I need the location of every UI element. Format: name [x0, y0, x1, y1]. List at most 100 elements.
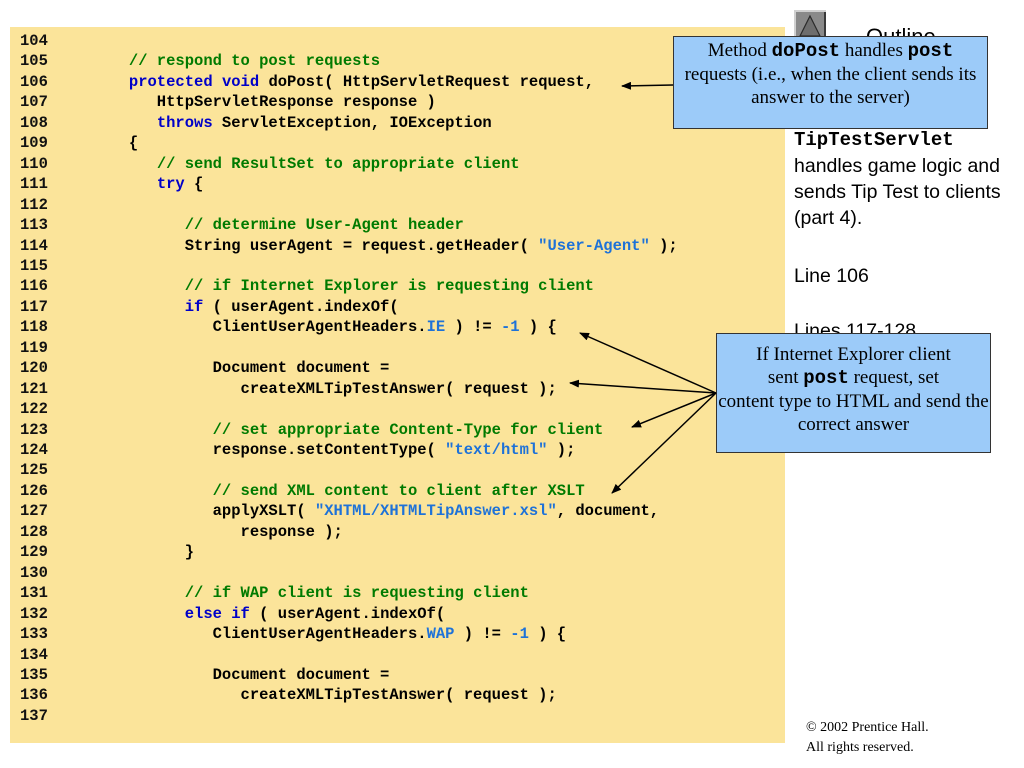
arrow-to-line-126	[611, 392, 717, 494]
code-token: // send XML content to client after XSLT	[212, 481, 585, 500]
code-token: // if Internet Explorer is requesting cl…	[184, 277, 594, 296]
line-number: 136	[20, 686, 48, 705]
line-number: 132	[20, 604, 48, 623]
code-text: try {	[101, 174, 204, 194]
code-token: }	[101, 543, 195, 562]
code-text: // respond to post requests	[101, 51, 380, 71]
line-number: 127	[20, 502, 48, 521]
code-token: , document,	[556, 502, 660, 521]
code-text: throws ServletException, IOException	[101, 113, 492, 133]
code-token: ) !=	[454, 625, 511, 644]
code-token: {	[184, 175, 204, 194]
line-number: 104	[20, 32, 48, 50]
code-token: // determine User-Agent header	[184, 216, 464, 235]
code-token: -1	[510, 625, 529, 644]
callout-dopost-pre: Method	[707, 40, 772, 61]
code-token: "XHTML/XHTMLTipAnswer.xsl"	[314, 502, 557, 521]
line-number: 135	[20, 665, 48, 684]
callout-ie: If Internet Explorer client sent post re…	[716, 333, 991, 453]
outline-line-106: Line 106	[794, 265, 869, 287]
outline-class-name: TipTestServlet	[794, 129, 954, 151]
line-number: 129	[20, 543, 48, 562]
code-text: // send ResultSet to appropriate client	[101, 154, 520, 174]
code-token: doPost( HttpServletRequest request,	[259, 72, 595, 91]
code-token: if	[231, 604, 250, 623]
code-token: void	[221, 72, 260, 91]
line-number: 122	[20, 400, 48, 419]
code-text: // set appropriate Content-Type for clie…	[101, 420, 604, 440]
code-text: else if ( userAgent.indexOf(	[101, 604, 445, 624]
code-text: if ( userAgent.indexOf(	[101, 297, 399, 317]
code-text: createXMLTipTestAnswer( request );	[101, 685, 557, 705]
callout-ie-line1: If Internet Explorer client	[756, 344, 951, 365]
line-number: 111	[20, 175, 48, 194]
arrow-to-line-118	[579, 332, 717, 394]
line-number: 121	[20, 379, 48, 398]
line-number: 107	[20, 93, 48, 112]
code-token: response );	[101, 522, 343, 541]
line-number: 105	[20, 52, 48, 71]
code-token: // send ResultSet to appropriate client	[156, 154, 520, 173]
line-number: 137	[20, 706, 48, 725]
outline-description-text: handles game logic and sends Tip Test to…	[794, 155, 1001, 229]
code-token: );	[547, 441, 576, 459]
outline-description: TipTestServlet handles game logic and se…	[794, 126, 1019, 231]
line-number: 131	[20, 584, 48, 603]
code-token: ) !=	[445, 318, 501, 337]
code-token: "User-Agent"	[538, 236, 650, 255]
line-number: 112	[20, 195, 48, 214]
copyright-symbol: ©	[806, 720, 817, 735]
code-text: // if Internet Explorer is requesting cl…	[101, 276, 594, 296]
code-text: ClientUserAgentHeaders.IE ) != -1 ) {	[101, 317, 557, 337]
callout-dopost-mid: handles	[840, 40, 908, 61]
line-number: 134	[20, 645, 48, 664]
line-number: 113	[20, 216, 48, 235]
line-number: 116	[20, 277, 48, 296]
line-number: 120	[20, 359, 48, 378]
callout-ie-code: post	[803, 367, 849, 389]
code-token: response.setContentType(	[101, 441, 446, 459]
copyright-line1: 2002 Prentice Hall.	[816, 720, 929, 735]
line-number: 118	[20, 318, 48, 337]
code-text: }	[101, 542, 194, 562]
code-token: Document document =	[101, 665, 390, 684]
line-number: 117	[20, 297, 48, 316]
code-text: String userAgent = request.getHeader( "U…	[101, 236, 678, 256]
line-number: 114	[20, 236, 48, 255]
line-number: 133	[20, 625, 48, 644]
line-number: 109	[20, 134, 48, 153]
code-token: ClientUserAgentHeaders.	[101, 625, 427, 644]
line-number: 128	[20, 522, 48, 541]
line-number: 115	[20, 256, 48, 275]
callout-ie-post: request, set	[848, 367, 940, 388]
code-token: ) {	[528, 625, 567, 644]
code-token: ( userAgent.indexOf(	[203, 297, 399, 316]
code-token: HttpServletResponse response )	[101, 93, 436, 112]
code-text: response.setContentType( "text/html" );	[101, 440, 576, 460]
code-token: ) {	[519, 318, 557, 337]
arrow-to-line-106	[621, 81, 674, 90]
code-text: applyXSLT( "XHTML/XHTMLTipAnswer.xsl", d…	[101, 501, 660, 521]
code-text: response );	[101, 522, 343, 542]
line-number: 119	[20, 338, 48, 357]
arrow-to-line-123	[631, 392, 717, 428]
code-token: Document document =	[101, 359, 390, 378]
line-number: 108	[20, 113, 48, 132]
code-token: "text/html"	[445, 441, 548, 459]
code-token: WAP	[426, 625, 455, 644]
callout-ie-pre: sent	[767, 367, 804, 388]
code-token: IE	[426, 318, 446, 337]
code-token: createXMLTipTestAnswer( request );	[101, 379, 557, 398]
copyright-notice: © 2002 Prentice Hall. All rights reserve…	[806, 718, 929, 758]
code-text: // determine User-Agent header	[101, 215, 464, 235]
code-text: {	[101, 133, 138, 153]
code-token: // respond to post requests	[128, 52, 381, 71]
line-number: 110	[20, 154, 48, 173]
code-text: Document document =	[101, 358, 390, 378]
code-token: throws	[156, 113, 213, 132]
code-text: // send XML content to client after XSLT	[101, 481, 585, 501]
code-text: HttpServletResponse response )	[101, 92, 436, 112]
code-token: ClientUserAgentHeaders.	[101, 318, 427, 337]
line-number: 123	[20, 420, 48, 439]
